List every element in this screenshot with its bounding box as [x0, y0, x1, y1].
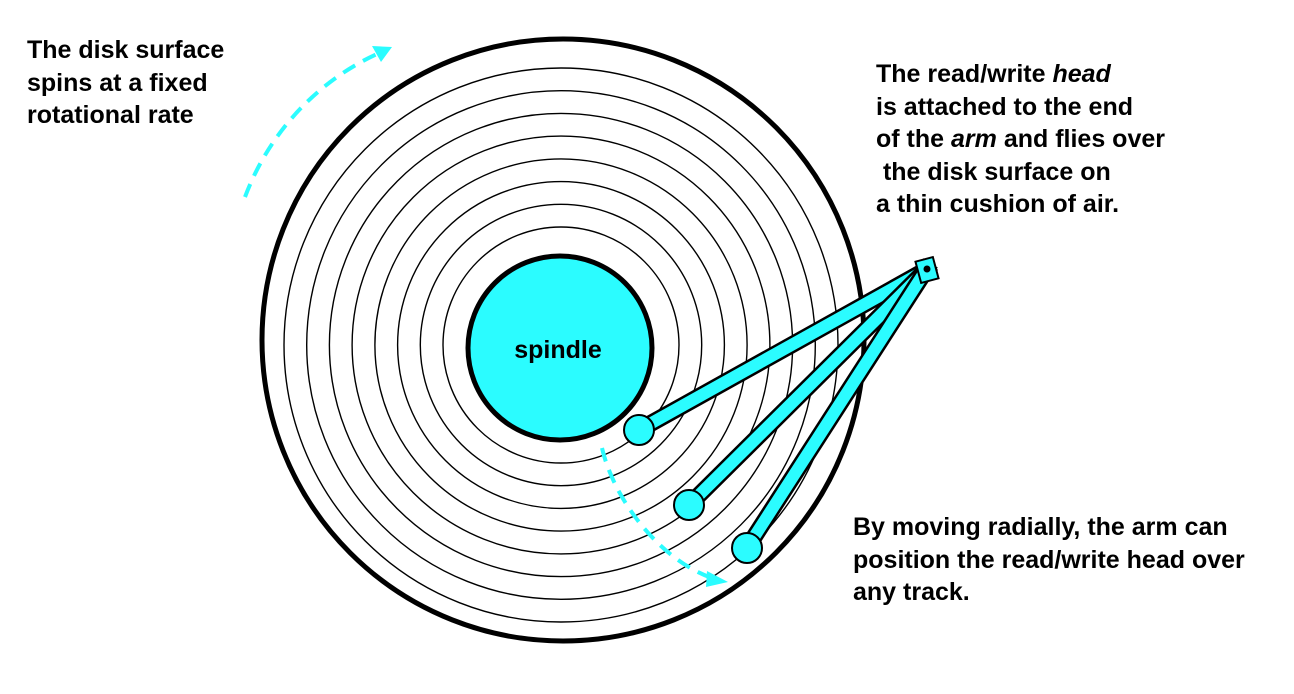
head-note-line: The read/write head: [876, 58, 1165, 91]
rotation-note-line: The disk surface: [27, 36, 225, 64]
arm-position: [623, 258, 938, 446]
track: [396, 180, 726, 510]
head-note-text: and flies over: [996, 125, 1165, 153]
head-term: head: [1052, 60, 1111, 88]
rotation-arrow-head: [372, 46, 392, 62]
read-write-head: [623, 414, 655, 446]
arm-position: [731, 258, 938, 564]
arm-note: By moving radially, the arm can position…: [853, 511, 1245, 609]
head-note-text: of the: [876, 125, 951, 153]
track: [419, 203, 703, 487]
head-note-line: of the arm and flies over: [876, 123, 1165, 156]
read-write-head: [731, 532, 763, 564]
arm-pivot-pin: [923, 265, 931, 273]
rotation-note-line: spins at a fixed: [27, 68, 208, 97]
spindle-label: spindle: [514, 336, 602, 364]
arm-term: arm: [951, 125, 997, 153]
arm-note-line: any track.: [853, 578, 970, 606]
head-note-line: is attached to the end: [876, 92, 1133, 121]
rotation-arrow: [243, 52, 378, 198]
head-note-text: The read/write: [876, 60, 1053, 88]
arm-position: [673, 257, 939, 521]
head-note: The read/write head is attached to the e…: [876, 58, 1165, 221]
track: [306, 89, 817, 601]
rotation-note-line: rotational rate: [27, 101, 194, 129]
arm-note-line: By moving radially, the arm can: [853, 513, 1228, 541]
track: [351, 135, 771, 555]
arm-motion-arrow-head: [706, 571, 728, 587]
read-write-head: [673, 489, 705, 521]
rotation-note: The disk surface spins at a fixed rotati…: [27, 34, 224, 132]
arm-note-line: position the read/write head over: [853, 545, 1245, 574]
track: [374, 158, 748, 532]
track: [442, 226, 680, 464]
head-note-line: the disk surface on: [876, 157, 1111, 186]
head-note-line: a thin cushion of air.: [876, 190, 1120, 218]
spindle: [465, 253, 655, 443]
track: [283, 67, 839, 623]
